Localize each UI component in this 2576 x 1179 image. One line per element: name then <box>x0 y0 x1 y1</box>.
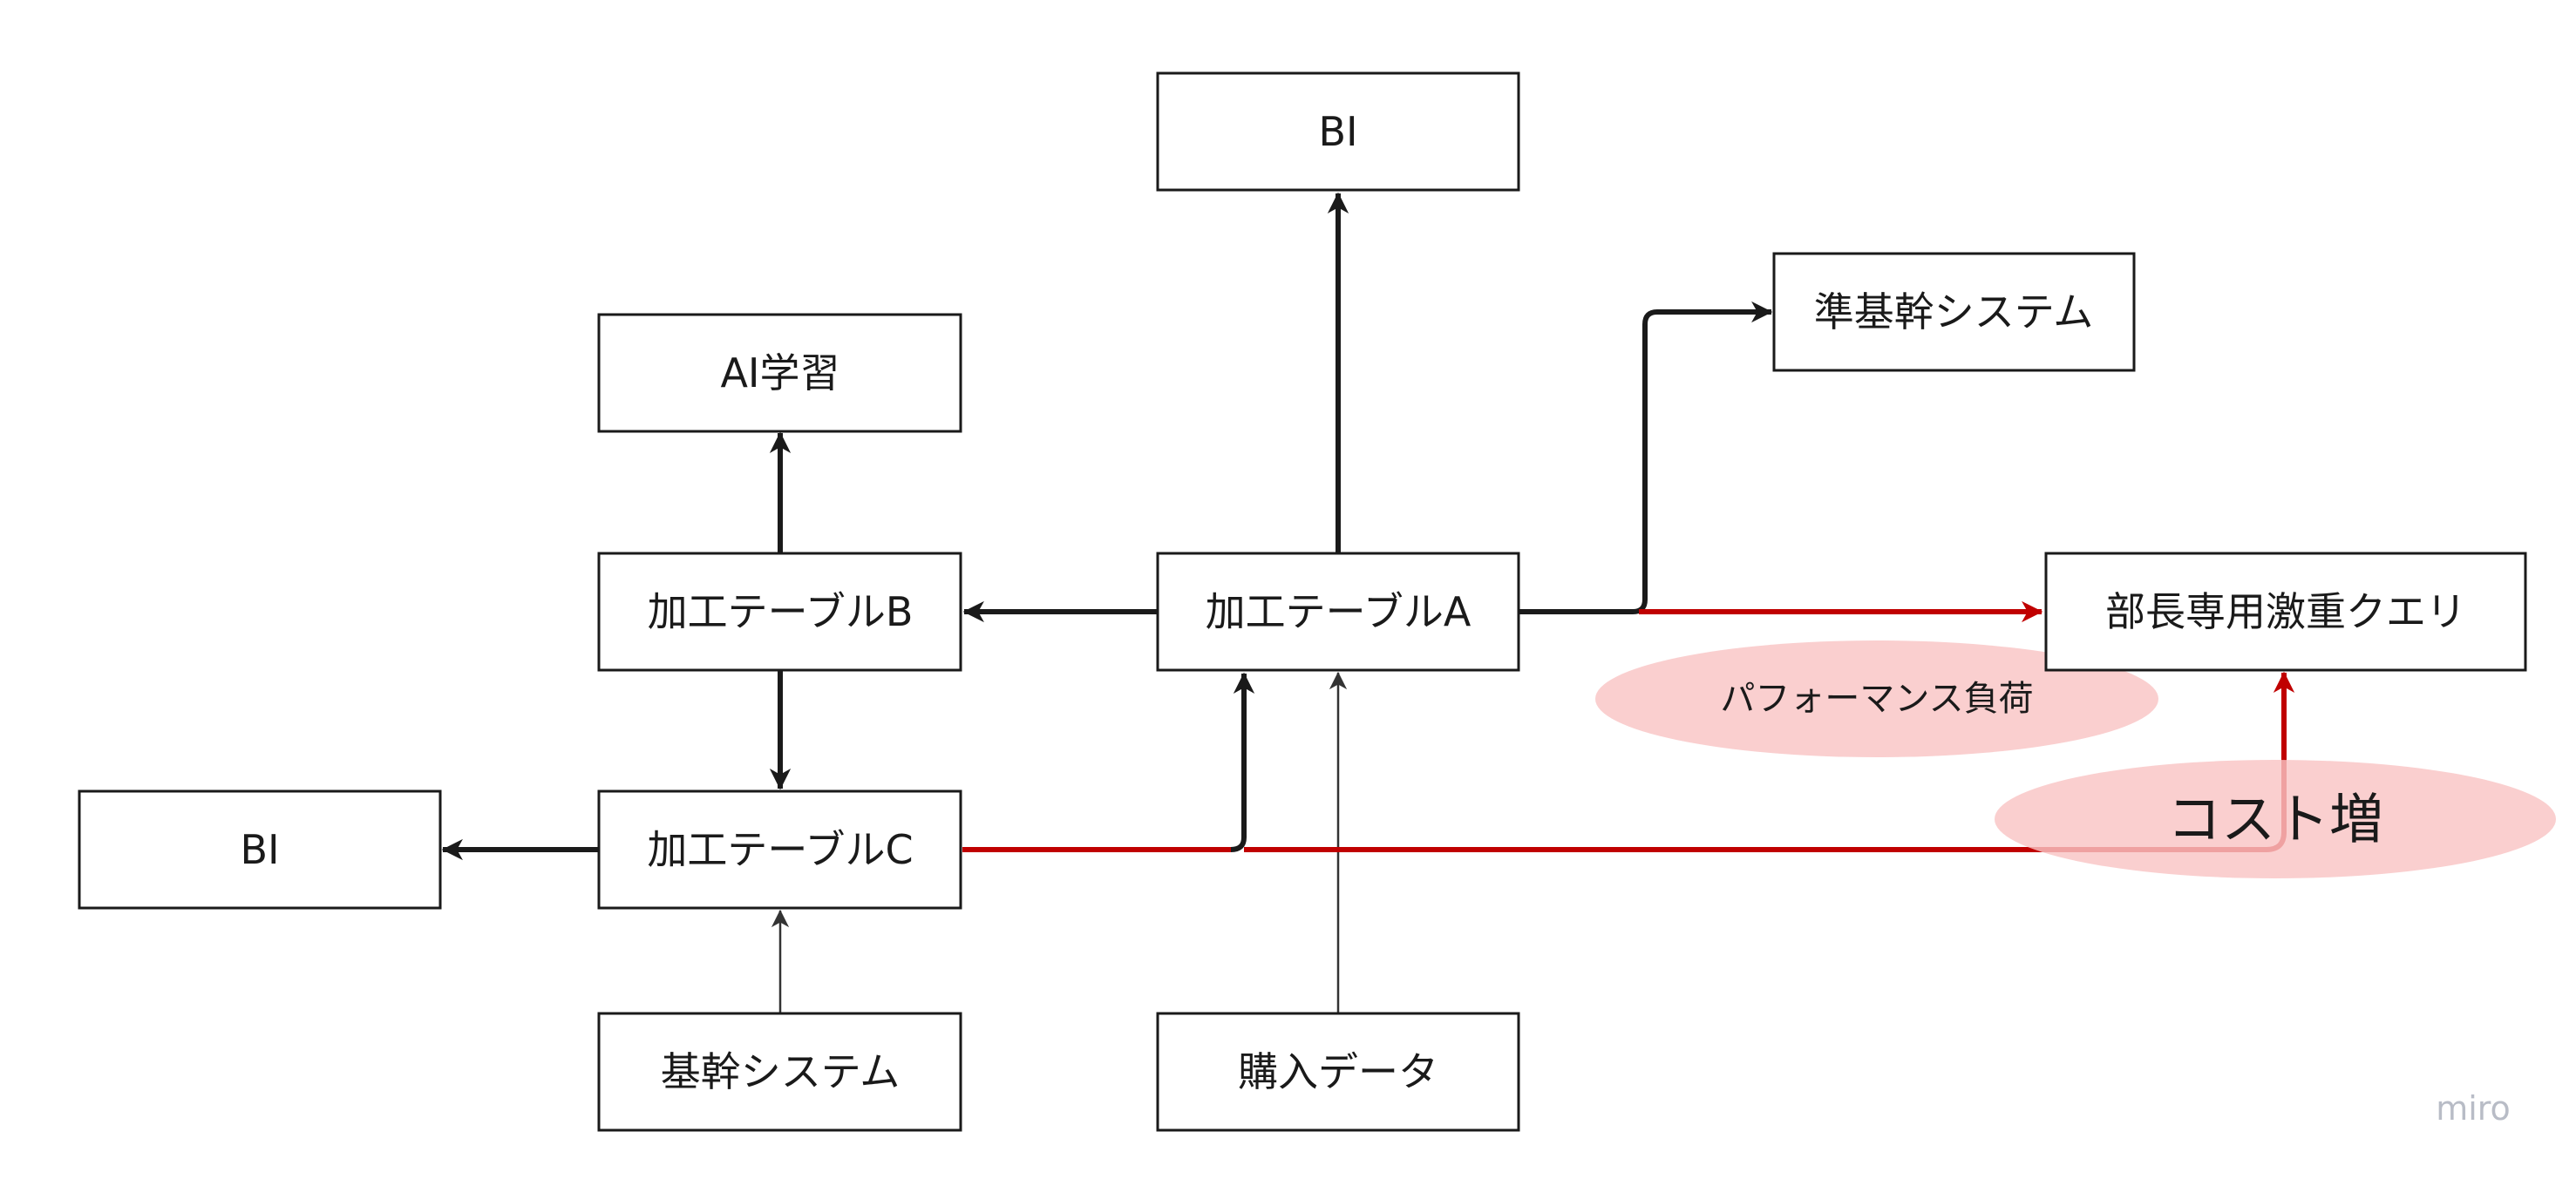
node-core-system[interactable]: 基幹システム <box>597 1012 962 1132</box>
callout-performance-load: パフォーマンス負荷 <box>1595 640 2158 757</box>
edge-table-a-to-semi-core-system <box>1519 301 1773 614</box>
node-processed-table-a-label: 加工テーブルA <box>1206 588 1472 635</box>
node-processed-table-b[interactable]: 加工テーブルB <box>597 552 962 672</box>
callout-cost-increase-bubble <box>1995 760 2556 878</box>
node-bi-top[interactable]: BI <box>1156 71 1520 192</box>
node-purchase-data[interactable]: 購入データ <box>1156 1012 1520 1132</box>
miro-watermark: miro <box>2436 1089 2511 1128</box>
callout-cost-increase: コスト増 <box>1995 760 2556 878</box>
node-core-system-label: 基幹システム <box>661 1048 901 1095</box>
node-processed-table-b-label: 加工テーブルB <box>648 588 914 635</box>
node-purchase-data-label: 購入データ <box>1238 1048 1438 1095</box>
node-ai-training[interactable]: AI学習 <box>597 313 962 433</box>
node-ai-training-label: AI学習 <box>720 349 839 396</box>
node-semi-core-system-label: 準基幹システム <box>1814 288 2094 335</box>
node-semi-core-system[interactable]: 準基幹システム <box>1772 252 2136 372</box>
node-processed-table-c-label: 加工テーブルC <box>647 826 913 873</box>
callout-cost-increase-label: コスト増 <box>2167 788 2383 851</box>
node-manager-heavy-query[interactable]: 部長専用激重クエリ <box>2044 552 2527 672</box>
edge-table-c-to-table-a <box>1230 672 1255 852</box>
node-processed-table-a[interactable]: 加工テーブルA <box>1156 552 1520 672</box>
callout-performance-load-label: パフォーマンス負荷 <box>1720 679 2033 719</box>
callout-performance-load-bubble <box>1595 640 2158 757</box>
node-bi-left-label: BI <box>240 826 279 873</box>
node-manager-heavy-query-label: 部長専用激重クエリ <box>2105 588 2466 635</box>
node-bi-top-label: BI <box>1318 108 1357 155</box>
node-bi-left[interactable]: BI <box>78 789 442 910</box>
node-processed-table-c[interactable]: 加工テーブルC <box>597 789 962 910</box>
